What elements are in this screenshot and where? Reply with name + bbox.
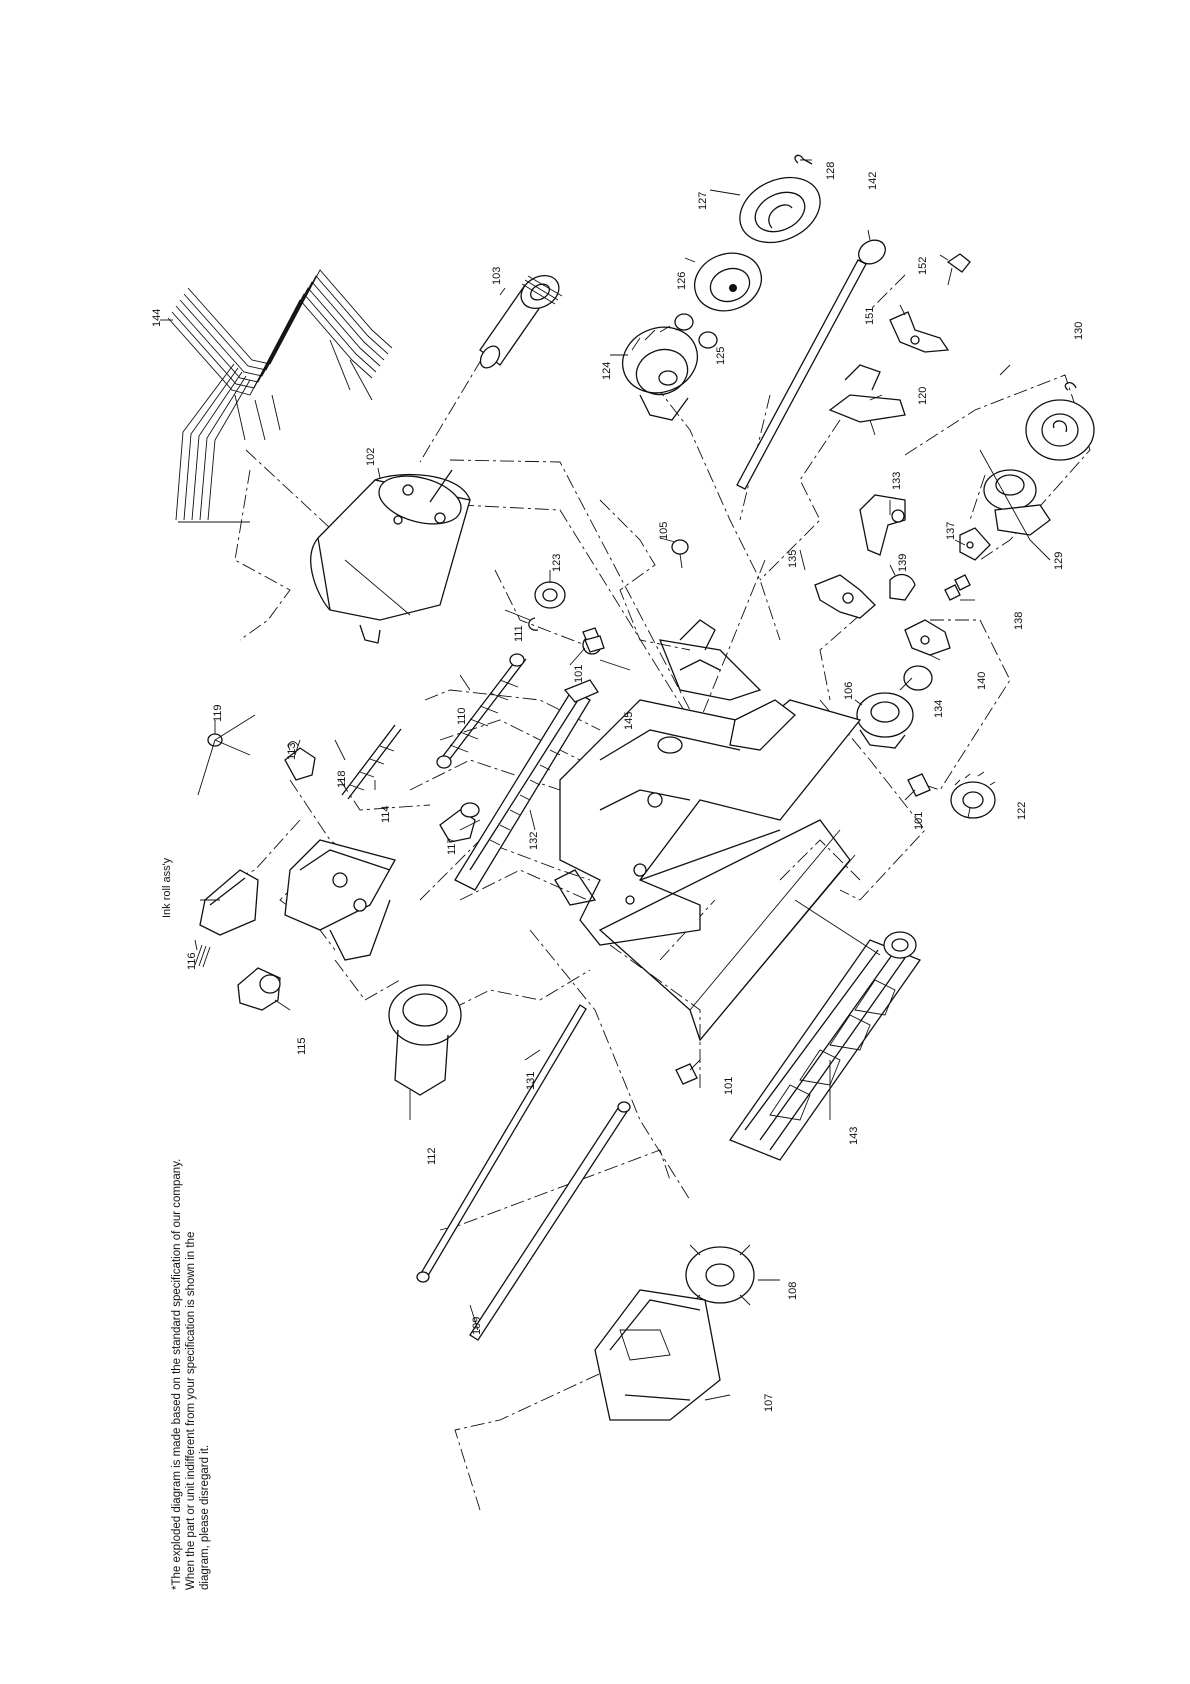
- label-109: 109: [471, 1317, 483, 1335]
- label-101-b: 101: [913, 812, 925, 830]
- label-119: 119: [212, 704, 224, 722]
- part-103-shaft-gear: [479, 274, 563, 369]
- carriage-guide: [439, 679, 599, 891]
- note-line-1: *The exploded diagram is made based on t…: [171, 1159, 183, 1590]
- note-line-2: When the part or unit indifferent from y…: [185, 1232, 197, 1590]
- part-labels: 144 103 102 124 125 126 127 128 142 152 …: [151, 162, 1085, 1412]
- label-101-c: 101: [723, 1077, 735, 1095]
- part-142-shaft: [736, 239, 886, 490]
- left-assembly: [194, 714, 462, 1096]
- leader-lines: [160, 159, 1051, 1401]
- label-111: 111: [513, 625, 525, 642]
- part-144-wire-harness: [167, 269, 393, 523]
- label-130: 130: [1073, 322, 1085, 340]
- part-122-gear: [950, 771, 996, 819]
- label-133: 133: [891, 472, 903, 490]
- lever-assembly: [814, 494, 951, 749]
- label-151: 151: [864, 307, 876, 325]
- label-127: 127: [697, 192, 709, 210]
- label-112: 112: [426, 1147, 438, 1165]
- part-101-small-gears: [584, 635, 931, 1085]
- label-134: 134: [933, 700, 945, 718]
- label-110: 110: [456, 707, 468, 725]
- label-123: 123: [551, 554, 563, 572]
- label-120: 120: [917, 387, 929, 405]
- label-135: 135: [787, 550, 799, 568]
- label-145: 145: [623, 712, 635, 730]
- label-108: 108: [787, 1282, 799, 1300]
- label-102: 102: [365, 448, 377, 466]
- label-125: 125: [715, 347, 727, 365]
- label-115: 115: [296, 1037, 308, 1055]
- ink-roll-assembly-label: Ink roll ass'y: [161, 857, 173, 918]
- note-line-3: diagram, please disregard it.: [199, 1445, 211, 1590]
- label-139: 139: [897, 554, 909, 572]
- label-143: 143: [848, 1127, 860, 1145]
- bracket-parts-right: [828, 253, 971, 436]
- label-117: 117: [446, 837, 458, 855]
- label-128: 128: [825, 162, 837, 180]
- label-142: 142: [867, 172, 879, 190]
- main-frame: [554, 619, 862, 1042]
- label-152: 152: [917, 257, 929, 275]
- label-103: 103: [491, 267, 503, 285]
- label-106: 106: [843, 682, 855, 700]
- label-138: 138: [1013, 612, 1025, 630]
- label-140: 140: [976, 672, 988, 690]
- label-122: 122: [1016, 802, 1028, 820]
- label-129: 129: [1053, 552, 1065, 570]
- bottom-assembly: [594, 1244, 755, 1421]
- part-105-screw: [671, 539, 689, 569]
- label-144: 144: [151, 309, 163, 327]
- label-107: 107: [763, 1394, 775, 1412]
- gear-cluster-right: [944, 382, 1095, 601]
- long-shafts: [416, 1004, 631, 1341]
- gear-train-top: [622, 154, 821, 421]
- part-143-tray: [728, 931, 922, 1161]
- label-118: 118: [336, 770, 348, 788]
- label-131: 131: [525, 1072, 537, 1090]
- part-102-motor: [310, 469, 471, 644]
- label-113: 113: [286, 742, 298, 760]
- label-137: 137: [945, 522, 957, 540]
- spec-note: *The exploded diagram is made based on t…: [171, 1159, 211, 1590]
- label-124: 124: [601, 362, 613, 380]
- label-132: 132: [528, 832, 540, 850]
- label-105: 105: [658, 522, 670, 540]
- label-114: 114: [380, 805, 392, 823]
- label-126: 126: [676, 272, 688, 290]
- label-116: 116: [186, 952, 198, 970]
- label-101-a: 101: [573, 665, 585, 683]
